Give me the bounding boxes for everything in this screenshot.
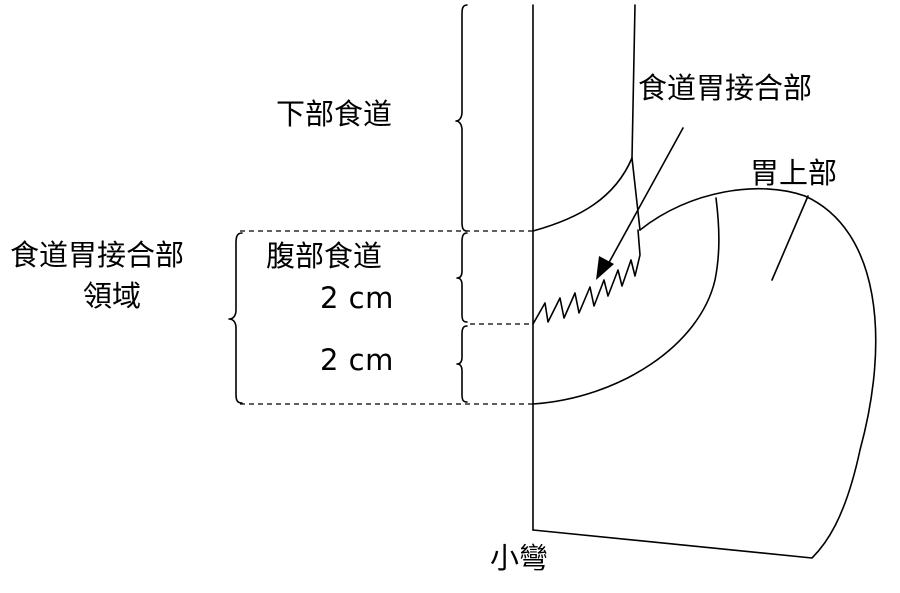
label-fundus: 胃上部: [750, 156, 838, 190]
label-ej-junction: 食道胃接合部: [638, 71, 813, 105]
arrow-head-icon: [596, 256, 614, 280]
ej-junction-arrow-line: [605, 127, 684, 269]
lower-inner-curve: [532, 197, 720, 405]
label-lower-esophagus: 下部食道: [276, 97, 393, 131]
bracket-lower-2cm: [456, 325, 468, 403]
fundus-leader-line: [771, 195, 809, 281]
label-upper-2cm: 2 cm: [320, 281, 394, 315]
label-abdominal-esophagus: 腹部食道: [266, 239, 383, 273]
bracket-lower-esophagus: [455, 4, 468, 232]
zigzag-junction: [532, 229, 641, 325]
label-lower-2cm: 2 cm: [320, 343, 394, 377]
esophagus-right-wall: [631, 4, 641, 231]
stomach-outline: [532, 187, 877, 559]
bracket-ej-region: [228, 232, 243, 404]
label-ej-region-line2: 領域: [83, 279, 142, 313]
label-lesser-curvature: 小彎: [490, 541, 549, 575]
upper-inner-curve: [532, 157, 633, 232]
bracket-abdominal-esophagus: [456, 232, 468, 323]
label-ej-region-line1: 食道胃接合部: [10, 238, 185, 272]
